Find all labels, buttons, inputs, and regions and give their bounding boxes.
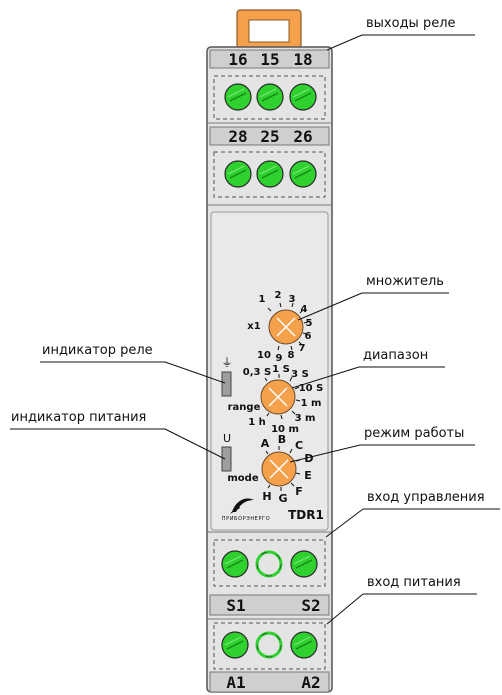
terminal-25-label: 25 [260,127,279,146]
range-ticks [264,374,301,420]
terminal-screw-26[interactable] [289,160,317,188]
terminal-screw-18[interactable] [289,83,317,111]
terminal-s2-label: S2 [301,596,320,615]
range-mark-10m: 10 m [271,424,299,435]
callout-control-input: вход управления [367,490,485,505]
power-terminal-block: A1 A2 [207,618,332,693]
din-clip [236,9,302,49]
mode-mark-c: C [295,439,303,452]
mode-mark-a: A [261,437,270,450]
callout-power-input: вход питания [367,575,461,590]
terminal-screw-s1[interactable] [221,550,249,578]
power-indicator: U [221,432,232,472]
terminal-screw-15[interactable] [256,83,284,111]
terminal-screw-28[interactable] [224,160,252,188]
relay-indicator: ⏚ [221,356,233,397]
callout-multiplier: множитель [366,274,444,289]
mode-mark-g: G [278,492,287,505]
terminal-16-label: 16 [228,50,247,69]
multiplier-mark-10: 10 [257,350,271,361]
terminal-28-label: 28 [228,127,247,146]
top-terminal-block-1: 16 15 18 [209,49,330,120]
range-mark-10s: 10 S [299,383,324,394]
brand-maker-text: ПРИБОРЭНЕРГО [222,516,271,522]
range-dial: range 0,3 S 1 S 3 S 10 S 1 m 3 m 10 m 1 … [228,364,324,435]
mode-mark-b: B [278,433,286,446]
callout-power-indicator: индикатор питания [11,410,147,425]
range-mark-1h: 1 h [248,417,266,428]
terminal-15-label: 15 [260,50,279,69]
multiplier-mark-4: 4 [301,304,308,315]
empty-terminal-a [255,631,283,659]
range-mark-1s: 1 S [272,364,290,375]
multiplier-mark-9: 9 [276,353,283,364]
terminal-a2-label: A2 [301,673,320,692]
range-mark-3m: 3 m [295,413,316,424]
top-terminal-block-2: 28 25 26 [207,122,332,206]
mode-knob[interactable] [261,451,297,487]
mode-mark-h: H [262,490,271,503]
front-panel [210,211,329,531]
callout-relay-indicator: индикатор реле [42,343,153,358]
terminal-screw-16[interactable] [224,83,252,111]
terminal-screw-a1[interactable] [221,631,249,659]
multiplier-dial: x1 1 2 3 4 5 6 7 8 9 10 [247,290,312,364]
model-name: TDR1 [288,508,324,522]
leader-lines [10,34,500,625]
multiplier-dial-label: x1 [247,321,260,332]
range-knob[interactable] [260,379,296,415]
callout-mode: режим работы [364,426,465,441]
relay-indicator-symbol: ⏚ [222,356,233,369]
power-indicator-led [221,446,232,472]
terminal-s1-label: S1 [226,596,245,615]
relay-indicator-led [221,371,232,397]
multiplier-mark-8: 8 [288,350,295,361]
multiplier-ticks [267,302,309,351]
callout-relay-outputs: выходы реле [366,16,456,31]
multiplier-mark-3: 3 [289,294,296,305]
range-mark-1m: 1 m [301,398,322,409]
brand-logo [230,498,254,514]
range-mark-0-3s: 0,3 S [243,367,271,378]
multiplier-mark-1: 1 [259,294,266,305]
power-indicator-symbol: U [223,432,231,445]
multiplier-mark-5: 5 [306,318,313,329]
multiplier-mark-2: 2 [275,290,282,301]
multiplier-mark-6: 6 [305,331,312,342]
terminal-screw-a2[interactable] [290,631,318,659]
range-mark-3s: 3 S [291,369,309,380]
empty-terminal-s [255,550,283,578]
control-terminal-block: S1 S2 [207,531,332,616]
terminal-screw-25[interactable] [256,160,284,188]
terminal-18-label: 18 [293,50,312,69]
mode-mark-f: F [295,485,303,498]
multiplier-mark-7: 7 [299,343,306,354]
multiplier-knob[interactable] [268,309,304,345]
mode-mark-e: E [304,469,312,482]
mode-dial: mode A B C D E F G H [227,433,313,505]
callout-range: диапазон [363,348,429,363]
mode-dial-label: mode [227,473,258,484]
range-dial-label: range [228,402,261,413]
terminal-screw-s2[interactable] [290,550,318,578]
terminal-26-label: 26 [293,127,312,146]
terminal-a1-label: A1 [226,673,245,692]
mode-mark-d: D [304,452,313,465]
